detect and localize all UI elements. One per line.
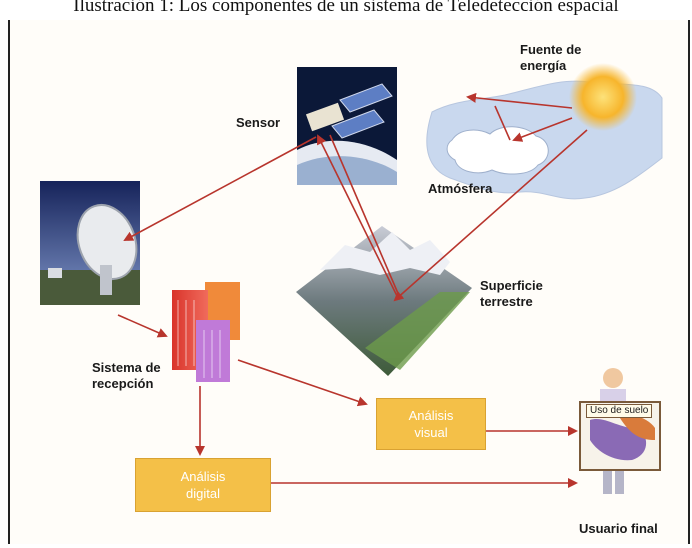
arrow-atmosphere-scatter [494, 105, 511, 141]
flow-arrows [117, 92, 588, 488]
visual-analysis-line1: Análisis [408, 408, 454, 423]
receiving-dish-image [40, 181, 140, 305]
arrow-sun-to-cloud [512, 117, 573, 142]
arrow-sun-to-atmosphere [466, 92, 573, 109]
surface-label: Superficie terrestre [480, 278, 543, 310]
atmosphere-label: Atmósfera [428, 181, 493, 196]
energy-source-label: Fuente de energía [520, 42, 581, 74]
arrow-reception-to-visual [237, 359, 368, 407]
arrow-dish-to-reception [117, 314, 168, 338]
arrow-sensor-to-surface [329, 134, 401, 299]
satellite-image [297, 67, 397, 185]
energy-source-label-line2: energía [520, 58, 567, 73]
earth-surface-image [296, 226, 472, 376]
energy-source-label-line1: Fuente de [520, 42, 582, 57]
final-user-figure [579, 368, 661, 494]
arrow-sensor-to-dish [123, 136, 317, 241]
arrow-surface-to-sensor [317, 134, 399, 299]
digital-analysis-box: Análisis digital [135, 458, 271, 512]
sensor-label: Sensor [236, 115, 281, 130]
sun-icon [569, 63, 637, 131]
digital-analysis-line2: digital [186, 486, 220, 501]
reception-system-label-line2: recepción [92, 376, 154, 391]
figure-caption: Ilustración 1: Los componentes de un sis… [73, 0, 619, 16]
reception-system-label: Sistema de recepción [92, 360, 161, 392]
surface-label-line2: terrestre [480, 294, 533, 309]
reception-buildings-icon [172, 282, 240, 382]
final-user-label: Usuario final [579, 521, 658, 536]
reception-system-label-line1: Sistema de [92, 360, 161, 375]
visual-analysis-line2: visual [414, 425, 448, 440]
visual-analysis-box: Análisis visual [376, 398, 486, 450]
arrow-sun-to-surface [393, 129, 588, 302]
surface-label-line1: Superficie [480, 278, 543, 293]
land-use-board-label: Uso de suelo [586, 404, 653, 418]
digital-analysis-line1: Análisis [180, 469, 226, 484]
